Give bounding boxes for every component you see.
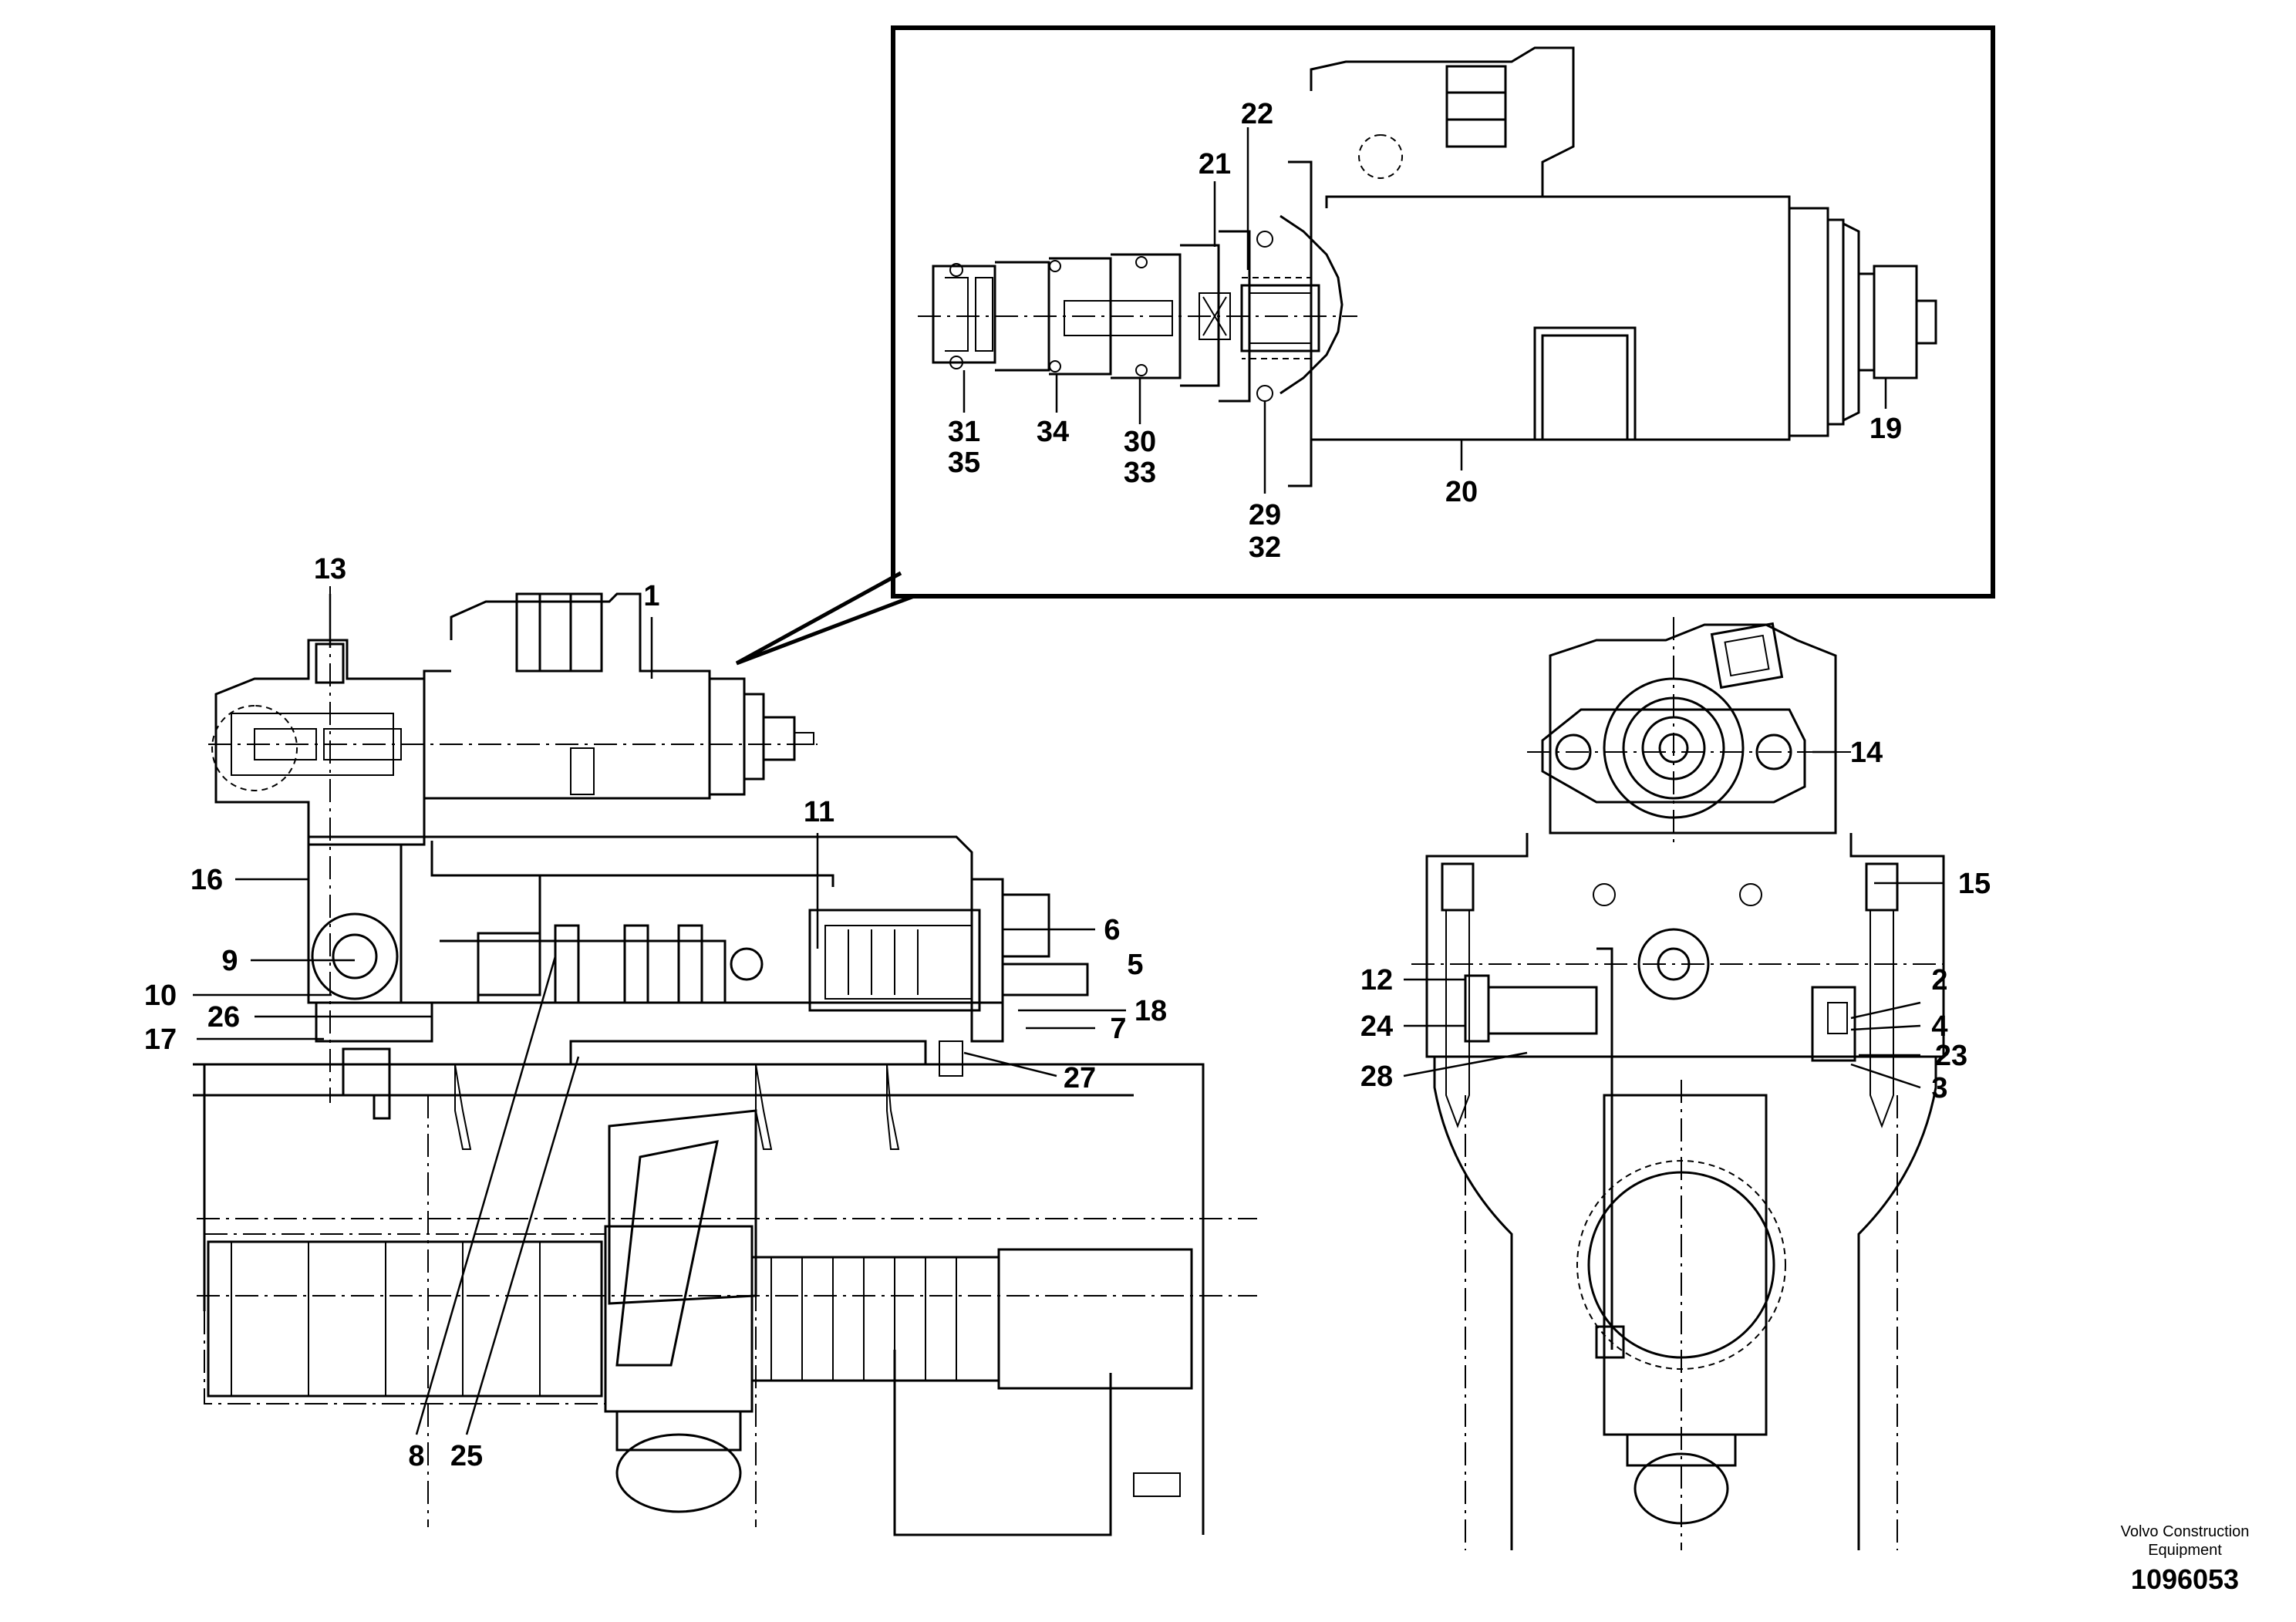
label-10: 10 <box>144 980 177 1012</box>
label-29: 29 <box>1249 499 1281 531</box>
label-17: 17 <box>144 1023 177 1056</box>
main-cylinder-body <box>193 1040 1257 1536</box>
main-valve-block <box>208 586 818 1103</box>
label-13: 13 <box>314 553 346 585</box>
label-23: 23 <box>1935 1040 1967 1072</box>
label-16: 16 <box>190 864 223 896</box>
label-27: 27 <box>1064 1062 1096 1094</box>
end-view-body <box>1411 833 1945 1350</box>
label-4: 4 <box>1931 1010 1947 1043</box>
label-25: 25 <box>450 1440 483 1472</box>
label-34: 34 <box>1037 416 1069 448</box>
label-20: 20 <box>1445 476 1478 508</box>
label-9: 9 <box>221 945 238 977</box>
label-8: 8 <box>408 1440 424 1472</box>
label-11: 11 <box>804 796 834 828</box>
inset-leaders <box>963 127 1887 494</box>
label-21: 21 <box>1199 148 1231 180</box>
label-7: 7 <box>1110 1013 1126 1045</box>
label-2: 2 <box>1931 964 1947 996</box>
label-19: 19 <box>1870 413 1902 445</box>
label-5: 5 <box>1127 949 1143 981</box>
label-12: 12 <box>1360 964 1393 996</box>
label-6: 6 <box>1104 914 1120 946</box>
main-solenoid <box>423 592 814 800</box>
label-1: 1 <box>643 580 659 612</box>
end-view-solenoid-flange <box>1527 617 1851 848</box>
end-view-cylinder <box>1433 1057 1937 1550</box>
label-14: 14 <box>1850 737 1883 769</box>
inset-cartridge-valve <box>918 230 1357 403</box>
label-18: 18 <box>1135 995 1167 1027</box>
credit-block: Volvo Construction Equipment 1096053 <box>2121 1523 2250 1595</box>
label-32: 32 <box>1249 531 1281 564</box>
figure-number: 1096053 <box>2131 1563 2239 1595</box>
inset-solenoid <box>1256 46 1937 487</box>
label-22: 22 <box>1241 98 1273 130</box>
main-side-view <box>193 586 1257 1536</box>
label-31: 31 <box>948 416 980 448</box>
label-24: 24 <box>1360 1010 1393 1043</box>
label-33: 33 <box>1124 457 1156 489</box>
credit-line-2: Equipment <box>2148 1542 2222 1559</box>
end-view <box>1411 617 1945 1550</box>
label-26: 26 <box>207 1001 240 1034</box>
part-labels: 21 22 31 35 34 30 33 29 32 20 19 13 1 11… <box>144 98 1991 1472</box>
label-28: 28 <box>1360 1061 1393 1093</box>
label-30: 30 <box>1124 426 1156 458</box>
label-35: 35 <box>948 447 980 479</box>
credit-line-1: Volvo Construction <box>2121 1523 2250 1540</box>
label-3: 3 <box>1931 1072 1947 1104</box>
label-15: 15 <box>1958 868 1991 900</box>
detail-inset <box>735 25 1995 666</box>
leader-lines <box>193 594 1944 1435</box>
main-servo-body <box>307 835 1089 1120</box>
